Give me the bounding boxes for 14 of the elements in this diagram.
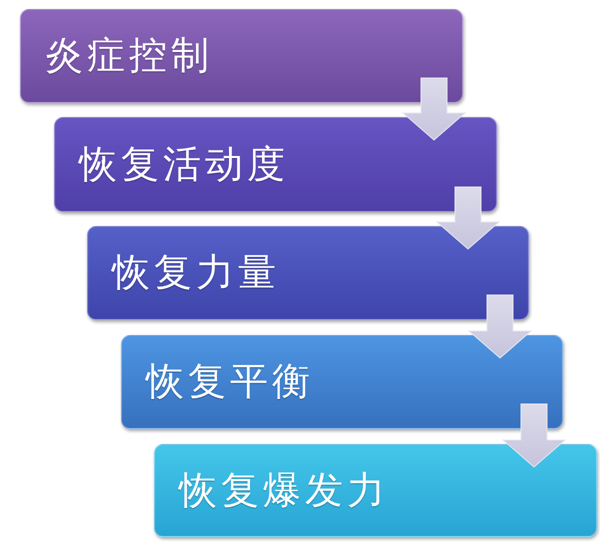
step-box: [121, 335, 563, 429]
step-box: [20, 9, 463, 103]
down-arrow: [502, 404, 566, 468]
step-text: 炎症控制: [45, 33, 213, 79]
step-box: [54, 117, 497, 212]
down-arrow: [402, 78, 466, 141]
step-text: 恢复力量: [112, 250, 280, 296]
step-box: [154, 444, 597, 537]
step-box: [87, 226, 529, 320]
down-arrow: [436, 186, 500, 250]
down-arrow: [468, 294, 532, 359]
step-text: 恢复平衡: [146, 359, 314, 405]
step-text: 恢复爆发力: [179, 468, 389, 514]
step-text: 恢复活动度: [79, 142, 289, 188]
